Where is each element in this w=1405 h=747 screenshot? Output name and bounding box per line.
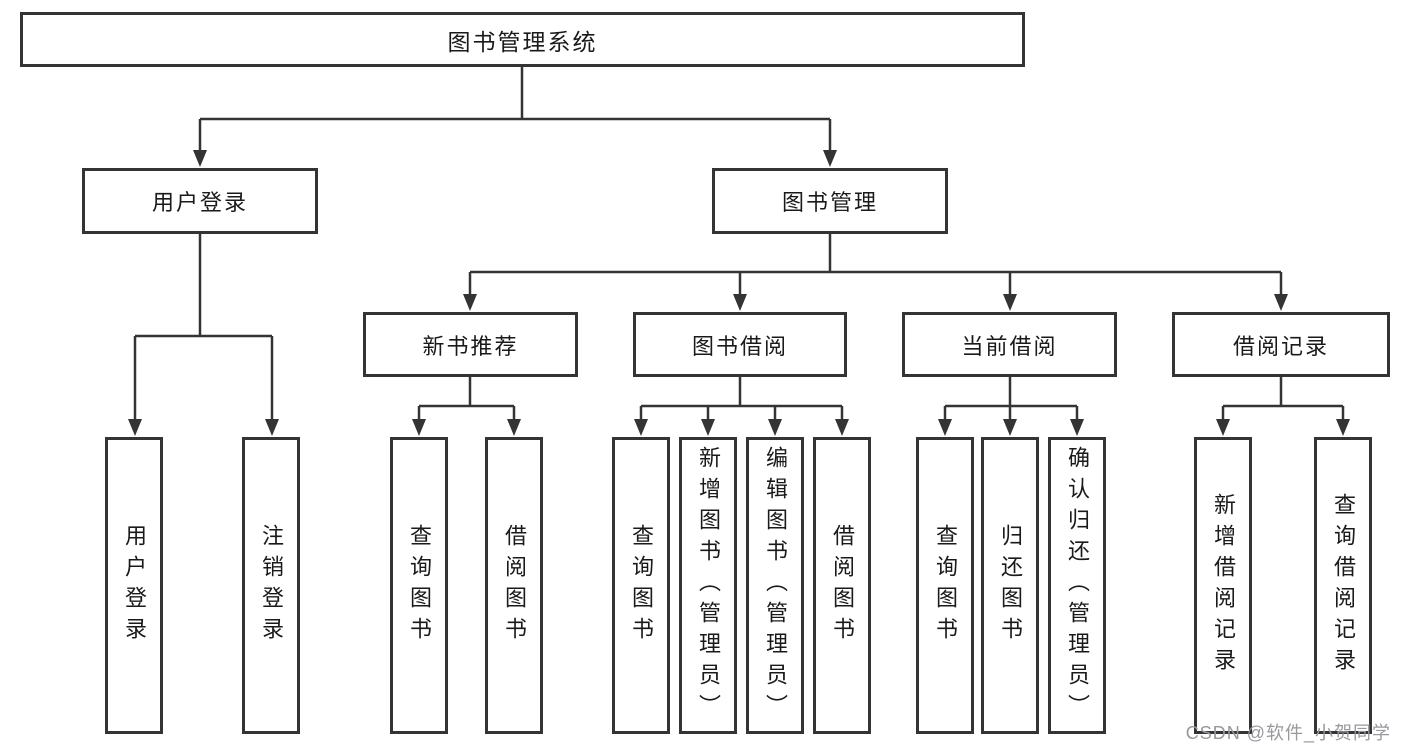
node-user-login: 用户登录 — [82, 168, 318, 234]
leaf-query-borrow-record: 查询借阅记录 — [1314, 437, 1372, 734]
csdn-watermark: CSDN @软件_小贺同学 — [1185, 723, 1391, 743]
leaf-query-books-recommend-label: 查询图书 — [407, 523, 432, 648]
leaf-return-books-label: 归还图书 — [998, 523, 1023, 648]
leaf-add-book-admin-label: 新增图书（管理员） — [696, 446, 721, 725]
leaf-edit-book-admin-label: 编辑图书（管理员） — [763, 446, 788, 725]
leaf-borrow-books-recommend: 借阅图书 — [485, 437, 543, 734]
leaf-logout-label: 注销登录 — [259, 523, 284, 648]
leaf-query-books-borrowing-label: 查询图书 — [629, 523, 654, 648]
leaf-confirm-return-admin: 确认归还（管理员） — [1048, 437, 1106, 734]
leaf-query-books-borrowing: 查询图书 — [612, 437, 670, 734]
leaf-query-books-current-label: 查询图书 — [933, 523, 958, 648]
leaf-query-borrow-record-label: 查询借阅记录 — [1331, 492, 1356, 679]
node-borrowing-records: 借阅记录 — [1172, 312, 1390, 377]
node-new-book-recommend: 新书推荐 — [363, 312, 578, 377]
leaf-borrow-books-recommend-label: 借阅图书 — [502, 523, 527, 648]
node-book-management: 图书管理 — [712, 168, 948, 234]
leaf-borrow-books-borrowing: 借阅图书 — [813, 437, 871, 734]
leaf-edit-book-admin: 编辑图书（管理员） — [746, 437, 804, 734]
leaf-query-books-current: 查询图书 — [916, 437, 974, 734]
node-library-management-system: 图书管理系统 — [20, 12, 1025, 67]
leaf-add-borrow-record-label: 新增借阅记录 — [1211, 492, 1236, 679]
node-current-borrowing: 当前借阅 — [902, 312, 1117, 377]
leaf-confirm-return-admin-label: 确认归还（管理员） — [1065, 446, 1090, 725]
leaf-borrow-books-borrowing-label: 借阅图书 — [830, 523, 855, 648]
leaf-user-login-label: 用户登录 — [122, 523, 147, 648]
node-book-borrowing: 图书借阅 — [633, 312, 847, 377]
leaf-logout: 注销登录 — [242, 437, 300, 734]
leaf-user-login: 用户登录 — [105, 437, 163, 734]
leaf-add-book-admin: 新增图书（管理员） — [679, 437, 737, 734]
leaf-return-books: 归还图书 — [981, 437, 1039, 734]
leaf-query-books-recommend: 查询图书 — [390, 437, 448, 734]
leaf-add-borrow-record: 新增借阅记录 — [1194, 437, 1252, 734]
